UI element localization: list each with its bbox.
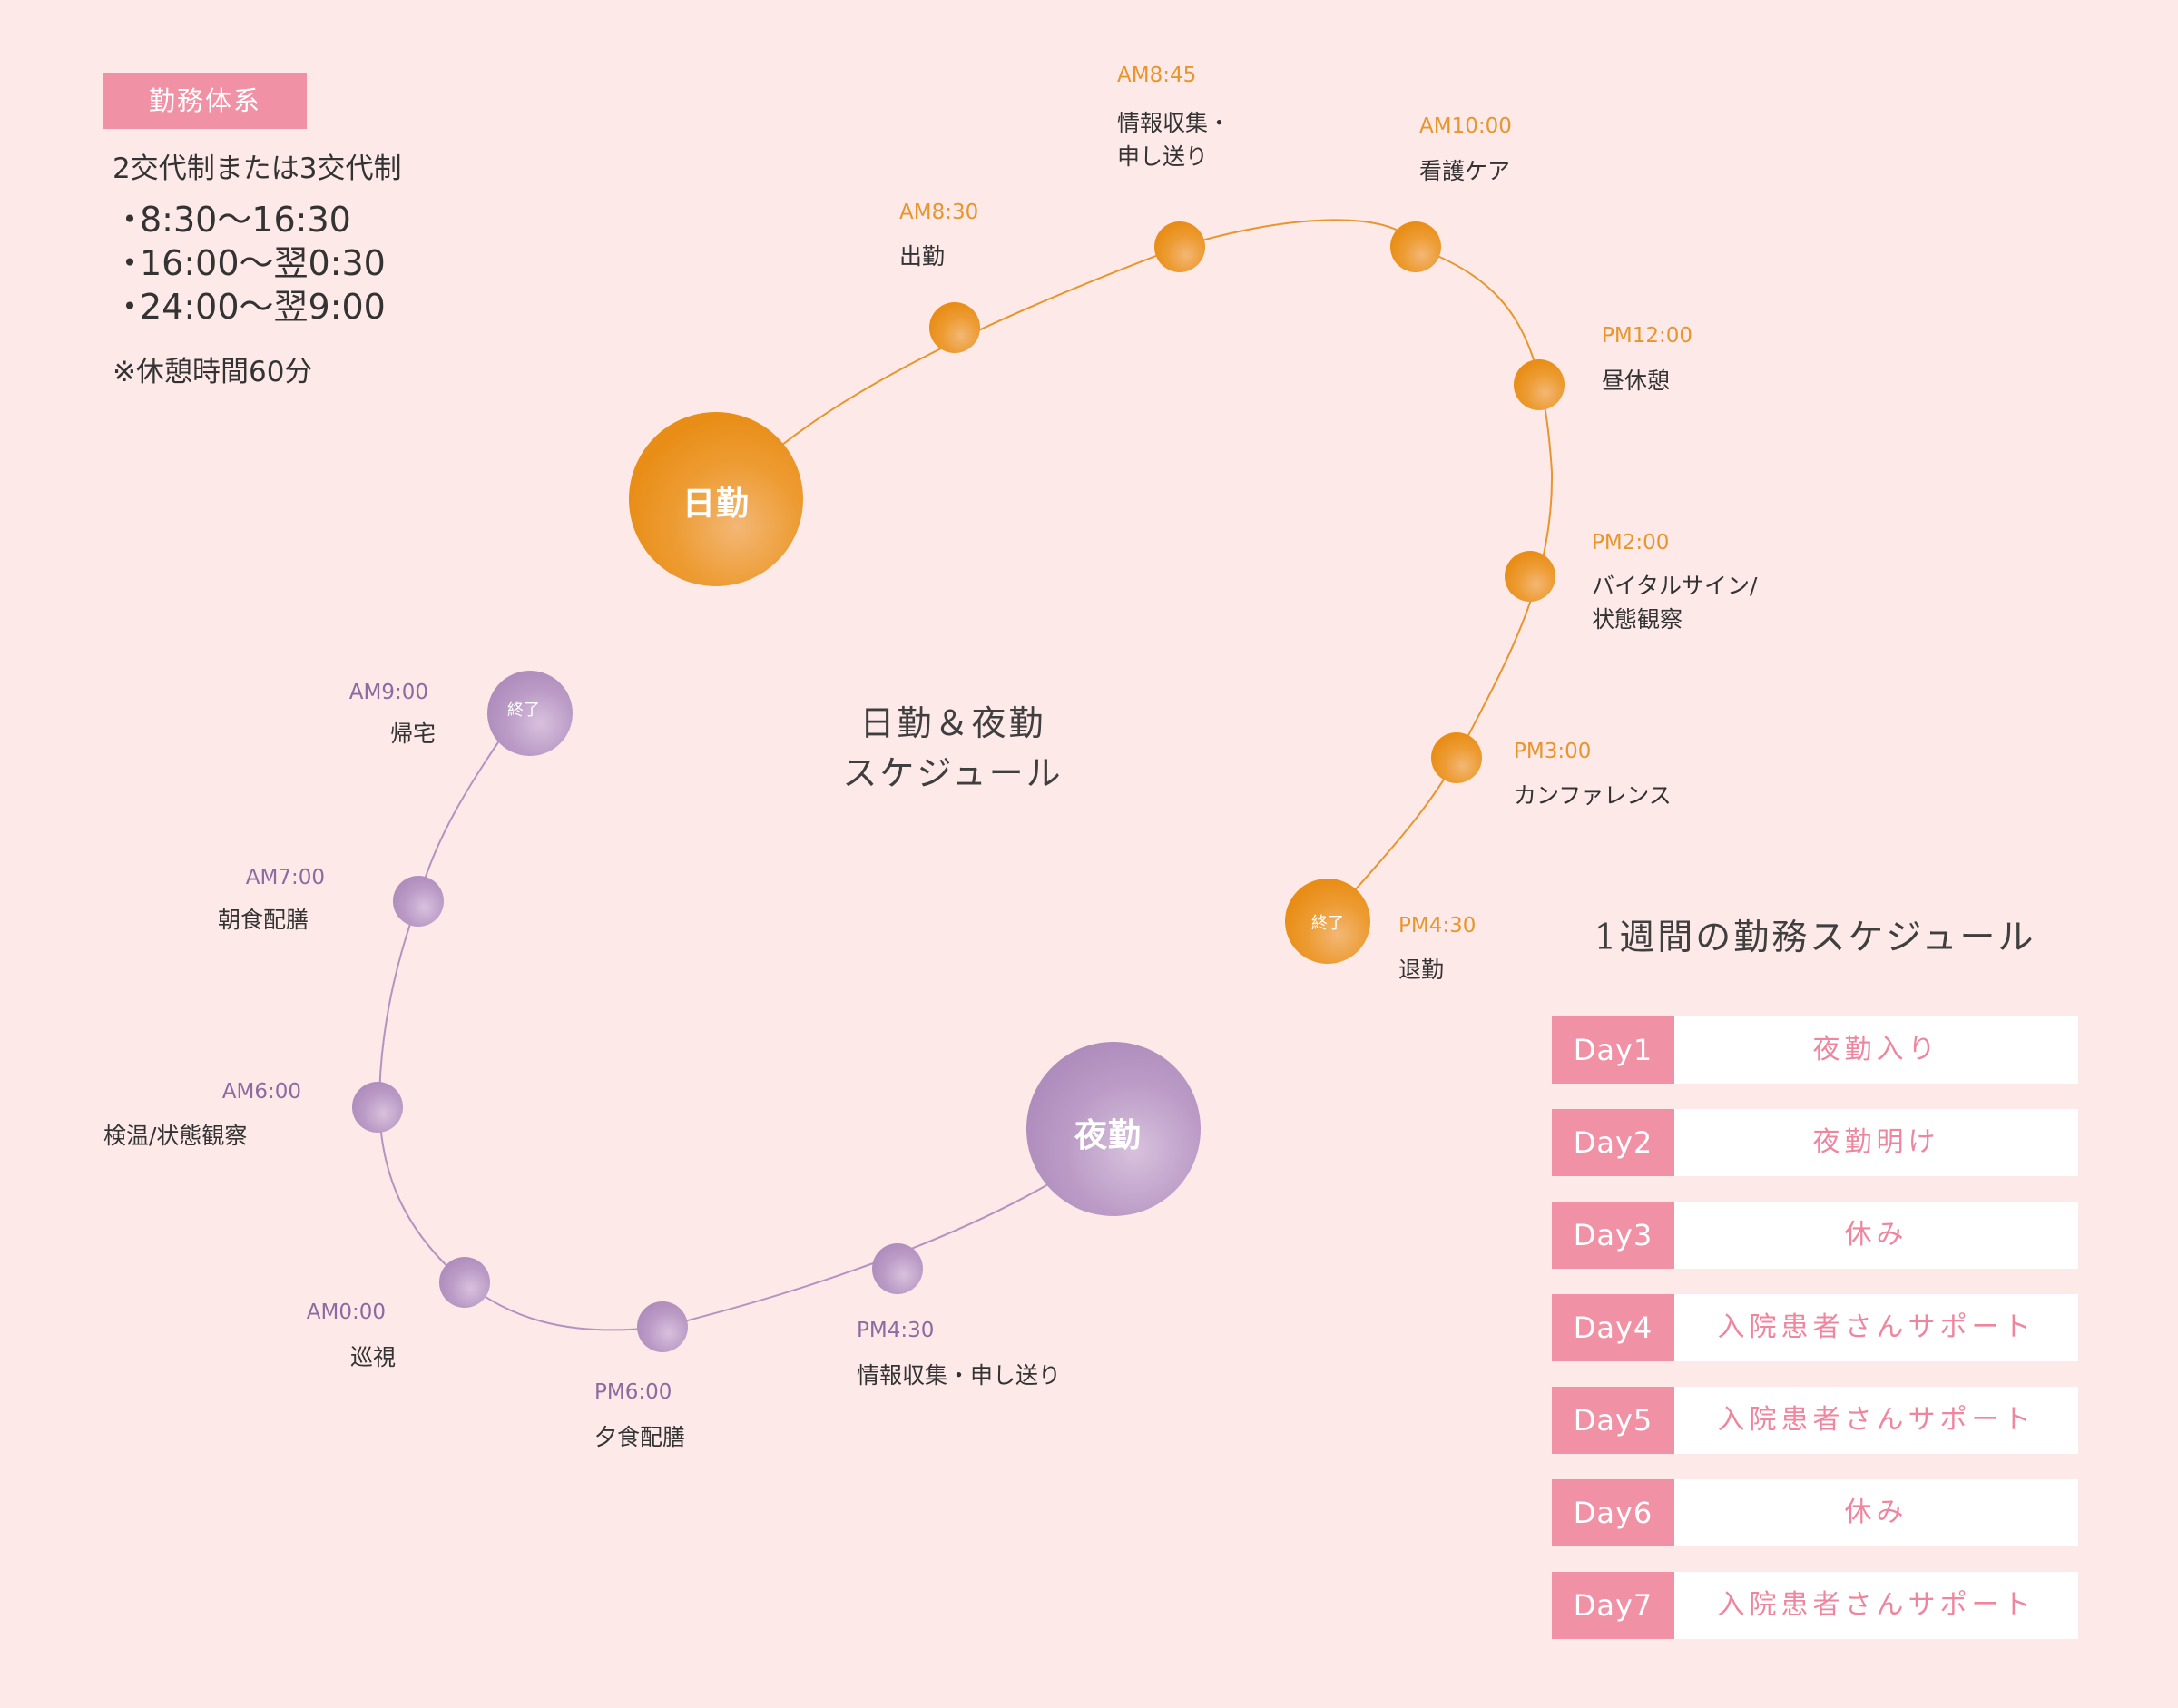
- shift-hours-item: ・8:30〜16:30: [113, 198, 386, 241]
- day-node-5: [1505, 551, 1555, 602]
- diagram-title: 日勤＆夜勤 スケジュール: [799, 699, 1107, 799]
- night-node-activity: 巡視: [350, 1344, 397, 1370]
- night-node-activity: 夕食配膳: [594, 1424, 686, 1450]
- day-shift-end-label: 終了: [1311, 914, 1344, 933]
- day-node-time: PM12:00: [1602, 324, 1692, 348]
- day-node-4: [1514, 359, 1565, 410]
- day-node-activity: 退勤: [1398, 957, 1445, 983]
- day-key: Day2: [1552, 1109, 1674, 1176]
- night-shift-path: [378, 716, 1049, 1331]
- day-node-6: [1431, 732, 1482, 783]
- day-key: Day6: [1552, 1479, 1674, 1546]
- day-node-activity: 出勤: [899, 243, 946, 270]
- day-value: 入院患者さんサポート: [1674, 1387, 2078, 1454]
- weekly-schedule-row: Day1 夜勤入り: [1552, 1016, 2078, 1084]
- day-node-3: [1390, 221, 1441, 272]
- day-node-1: [929, 302, 980, 353]
- night-node-time: PM6:00: [594, 1380, 672, 1404]
- weekly-schedule-title: 1週間の勤務スケジュール: [1594, 918, 2036, 958]
- day-node-time: AM8:45: [1117, 64, 1197, 87]
- day-node-time: PM3:00: [1514, 740, 1592, 763]
- break-time-note: ※休憩時間60分: [113, 356, 313, 388]
- shift-hours-item: ・24:00〜翌9:00: [113, 285, 386, 329]
- night-shift-label: 夜勤: [1074, 1117, 1142, 1154]
- day-node-activity: 看護ケア: [1419, 158, 1511, 184]
- shift-hours-text: 24:00〜翌9:00: [140, 287, 386, 327]
- night-node-time: AM6:00: [221, 1080, 301, 1104]
- diagram-title-line: スケジュール: [842, 753, 1064, 793]
- day-node-activity: 情報収集・ 申し送り: [1117, 110, 1231, 170]
- night-node-activity: 情報収集・申し送り: [857, 1362, 1062, 1389]
- shift-hours-text: 8:30〜16:30: [140, 200, 351, 240]
- night-node-time: AM9:00: [348, 681, 428, 704]
- day-value: 入院患者さんサポート: [1674, 1294, 2078, 1361]
- day-value: 夜勤入り: [1674, 1016, 2078, 1084]
- day-node-2: [1154, 221, 1205, 272]
- weekly-schedule-row: Day3 休み: [1552, 1202, 2078, 1269]
- day-node-activity: 昼休憩: [1602, 368, 1671, 394]
- day-node-time: AM10:00: [1419, 114, 1512, 138]
- day-key: Day7: [1552, 1572, 1674, 1639]
- night-shift-end-label: 終了: [507, 701, 540, 720]
- weekly-schedule-row: Day2 夜勤明け: [1552, 1109, 2078, 1176]
- day-shift-label: 日勤: [682, 486, 750, 523]
- weekly-schedule-row: Day5 入院患者さんサポート: [1552, 1387, 2078, 1454]
- night-node-3: [439, 1257, 490, 1308]
- day-shift-start-circle: [629, 412, 803, 586]
- day-node-time: PM2:00: [1592, 531, 1670, 555]
- day-key: Day5: [1552, 1387, 1674, 1454]
- day-node-activity: カンファレンス: [1514, 782, 1672, 809]
- night-node-activity: 朝食配膳: [218, 907, 309, 933]
- night-shift-end-circle: [487, 671, 573, 756]
- night-node-activity: 検温/状態観察: [103, 1123, 248, 1149]
- night-node-activity: 帰宅: [390, 721, 437, 747]
- day-node-time: AM8:30: [899, 201, 979, 224]
- diagram-title-line: 日勤＆夜勤: [859, 703, 1046, 743]
- night-node-time: AM0:00: [306, 1301, 386, 1324]
- day-key: Day1: [1552, 1016, 1674, 1084]
- night-shift-start-circle: [1026, 1042, 1201, 1216]
- shift-hours-text: 16:00〜翌0:30: [140, 243, 386, 283]
- shift-hours-list: ・8:30〜16:30 ・16:00〜翌0:30 ・24:00〜翌9:00: [113, 198, 386, 329]
- night-node-2: [637, 1301, 688, 1352]
- weekly-schedule-row: Day6 休み: [1552, 1479, 2078, 1546]
- day-key: Day4: [1552, 1294, 1674, 1361]
- day-node-time: PM4:30: [1398, 914, 1477, 937]
- weekly-schedule-row: Day7 入院患者さんサポート: [1552, 1572, 2078, 1639]
- day-shift-end-circle: [1285, 879, 1370, 964]
- night-node-4: [352, 1082, 403, 1133]
- day-value: 休み: [1674, 1202, 2078, 1269]
- day-shift-path: [781, 219, 1554, 922]
- day-key: Day3: [1552, 1202, 1674, 1269]
- work-system-tag: 勤務体系: [103, 73, 307, 129]
- night-node-time: AM7:00: [245, 866, 325, 889]
- night-node-time: PM4:30: [857, 1319, 935, 1342]
- day-value: 入院患者さんサポート: [1674, 1572, 2078, 1639]
- day-value: 休み: [1674, 1479, 2078, 1546]
- shift-hours-item: ・16:00〜翌0:30: [113, 241, 386, 285]
- shift-system-subtitle: 2交代制または3交代制: [113, 152, 402, 185]
- day-value: 夜勤明け: [1674, 1109, 2078, 1176]
- night-node-1: [872, 1243, 923, 1294]
- night-node-5: [393, 876, 444, 927]
- day-node-activity: バイタルサイン/ 状態観察: [1592, 573, 1758, 633]
- weekly-schedule-row: Day4 入院患者さんサポート: [1552, 1294, 2078, 1361]
